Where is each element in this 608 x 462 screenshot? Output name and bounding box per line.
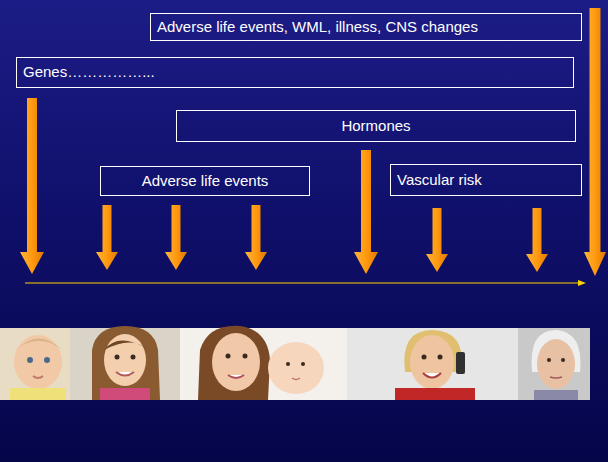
factor-box: Hormones (176, 110, 576, 142)
timeline-head (578, 280, 586, 286)
influence-arrow (426, 208, 448, 272)
box-label: Vascular risk (397, 171, 482, 189)
box-label: Adverse life events (142, 172, 269, 190)
box-label: Adverse life events, WML, illness, CNS c… (157, 18, 478, 36)
timeline (25, 280, 586, 286)
factor-box: Adverse life events, WML, illness, CNS c… (150, 13, 582, 41)
older-woman-photo (518, 328, 590, 400)
influence-arrow (354, 150, 378, 274)
factor-box: Vascular risk (390, 164, 582, 196)
influence-arrow (165, 205, 187, 270)
timeline-line (25, 282, 580, 283)
influence-arrow (526, 208, 548, 272)
influence-arrows (20, 8, 606, 276)
mother-baby-photo (180, 326, 347, 400)
baby-photo (0, 328, 70, 400)
woman-phone-photo (347, 328, 518, 400)
factor-box: Genes……………... (16, 57, 574, 88)
box-label: Hormones (341, 117, 410, 135)
influence-arrow (245, 205, 267, 270)
influence-arrow (20, 98, 44, 274)
factor-box: Adverse life events (100, 166, 310, 196)
box-label: Genes……………... (23, 63, 155, 81)
influence-arrow (584, 8, 606, 276)
teen-photo (70, 326, 180, 400)
influence-arrow (96, 205, 118, 270)
life-stage-photos (0, 326, 590, 400)
